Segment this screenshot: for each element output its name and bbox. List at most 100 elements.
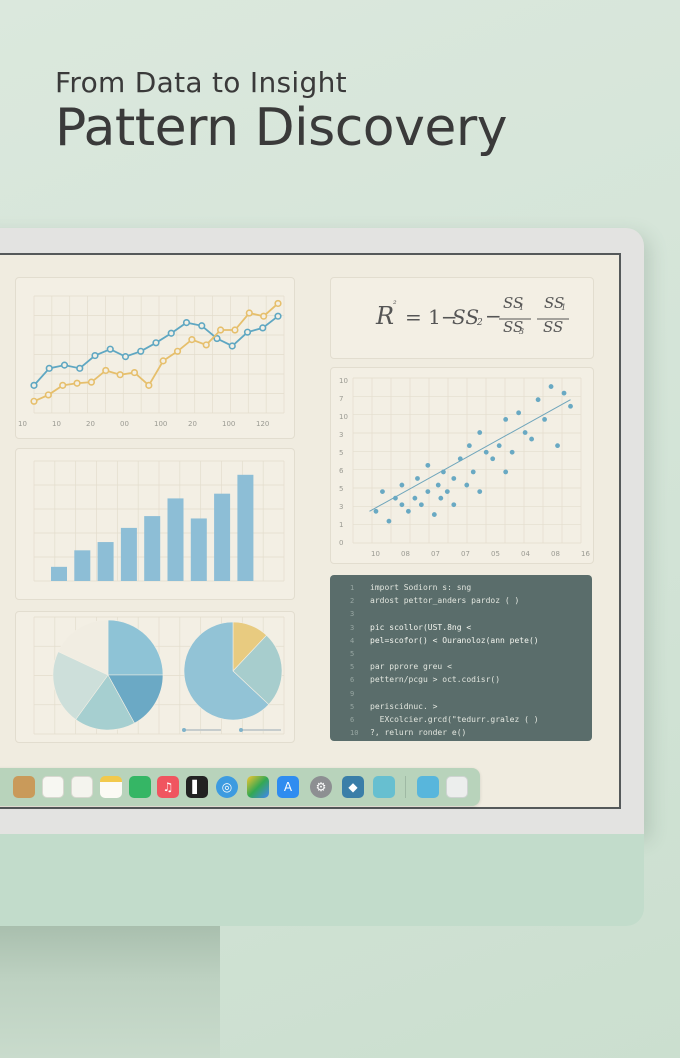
line-point — [202, 341, 210, 349]
code-line: pel=scofor() < Ouranoloz(ann pete() — [370, 635, 539, 645]
line-number: 2 — [350, 597, 355, 606]
line-point — [228, 342, 236, 350]
line-point — [259, 324, 267, 332]
monitor-chin — [0, 834, 644, 926]
formula-sup: ² — [393, 300, 397, 310]
app-store-icon[interactable]: A — [277, 776, 299, 798]
reminders-icon[interactable] — [42, 776, 64, 798]
formula-ss: SS — [452, 305, 480, 329]
monitor-screen: 20506080601010200010020100120 6040504060… — [0, 253, 621, 809]
line-number: 10 — [350, 729, 359, 738]
x-tick-label: 100 — [222, 420, 235, 428]
line-number: 4 — [350, 636, 355, 645]
line-point — [60, 361, 69, 369]
line-point — [44, 391, 52, 399]
y-tick-label: 5 — [339, 449, 343, 457]
fraction-bars — [499, 318, 569, 320]
line-point — [137, 347, 145, 355]
y-tick-label: 6 — [339, 467, 344, 475]
scatter-point — [425, 489, 431, 495]
formula-minus: − — [485, 304, 502, 328]
x-tick-label: 10 — [371, 550, 380, 558]
line-point — [91, 351, 99, 360]
line-point — [159, 357, 167, 365]
x-tick-label: 08 — [401, 550, 410, 558]
bar-chart-card[interactable]: 60405040600 — [15, 448, 295, 600]
scatter-point — [509, 449, 515, 455]
formula-card[interactable]: R ² = 1− SS 2 − SS 1 SS 3 SS 1 SS — [330, 277, 594, 359]
scatter-point — [405, 508, 411, 514]
music-icon[interactable]: ♫ — [157, 776, 179, 798]
line-point — [145, 381, 153, 389]
x-tick-label: 120 — [256, 420, 269, 428]
drive-icon[interactable] — [247, 776, 269, 798]
x-tick-label: 00 — [120, 420, 129, 428]
photos-folder-icon[interactable] — [373, 776, 395, 798]
x-tick-label: 20 — [86, 420, 95, 428]
y-tick-label: 1 — [339, 521, 343, 529]
folder-icon[interactable] — [417, 776, 439, 798]
bar — [167, 498, 184, 581]
pie-slice — [75, 674, 135, 731]
line-number: 1 — [350, 584, 355, 592]
line-point — [76, 364, 84, 372]
formula-ss-sub: 2 — [477, 318, 483, 328]
scatter-point — [435, 482, 441, 488]
stocks-icon[interactable]: ▌ — [186, 776, 208, 798]
line-point — [231, 326, 239, 334]
bar — [97, 542, 114, 581]
y-tick-label: 7 — [339, 395, 343, 403]
line-chart-card[interactable]: 20506080601010200010020100120 — [15, 277, 295, 439]
x-tick-label: 10 — [52, 420, 61, 428]
scatter-point — [466, 443, 472, 449]
line-point — [130, 368, 139, 377]
line-point — [274, 299, 282, 308]
x-tick-label: 08 — [551, 550, 560, 558]
scatter-point — [535, 397, 541, 403]
scatter-point — [529, 436, 535, 442]
bar — [214, 493, 231, 581]
scatter-point — [561, 390, 567, 396]
line-number: 5 — [350, 702, 355, 711]
scatter-point — [568, 403, 573, 409]
scatter-point — [451, 502, 457, 508]
scatter-point — [477, 430, 483, 435]
fraction-1-numerator: SS — [503, 294, 524, 312]
line-point — [188, 336, 196, 344]
scatter-point — [457, 456, 463, 462]
x-tick-label: 16 — [581, 550, 590, 558]
line-number: 3 — [350, 610, 355, 619]
x-tick-label: 07 — [431, 550, 440, 558]
scatter-point — [441, 469, 446, 475]
line-point — [30, 397, 38, 405]
scatter-point — [483, 449, 489, 455]
trash-icon[interactable] — [446, 776, 468, 798]
line-point — [245, 309, 253, 317]
x-tick-label: 10 — [18, 420, 27, 428]
pie-chart-card[interactable]: 504423100 — [15, 611, 295, 743]
line-number: 6 — [350, 676, 355, 685]
line-point — [243, 328, 252, 336]
app-dock: ♫ ▌ ◎ A ⚙ ◆ — [0, 768, 480, 806]
scatter-point — [496, 443, 502, 449]
dock-separator — [405, 776, 406, 798]
safari-icon[interactable]: ◎ — [216, 776, 238, 798]
line-point — [116, 371, 124, 379]
list-icon[interactable] — [71, 776, 93, 798]
y-tick-label: 5 — [339, 485, 343, 493]
scatter-point — [380, 489, 385, 495]
hero-title: Pattern Discovery — [55, 98, 508, 158]
contacts-icon[interactable] — [13, 776, 35, 798]
pie-slice — [107, 619, 164, 676]
scatter-point — [548, 384, 554, 389]
settings-icon[interactable]: ⚙ — [310, 776, 332, 798]
notes-icon[interactable] — [100, 776, 122, 798]
line-point — [260, 312, 268, 320]
scatter-point — [431, 512, 437, 517]
numbers-icon[interactable] — [129, 776, 151, 798]
code-line: pettern/pcgu > oct.codisr() — [370, 675, 501, 685]
vector-app-icon[interactable]: ◆ — [342, 776, 364, 798]
bar — [51, 566, 67, 581]
